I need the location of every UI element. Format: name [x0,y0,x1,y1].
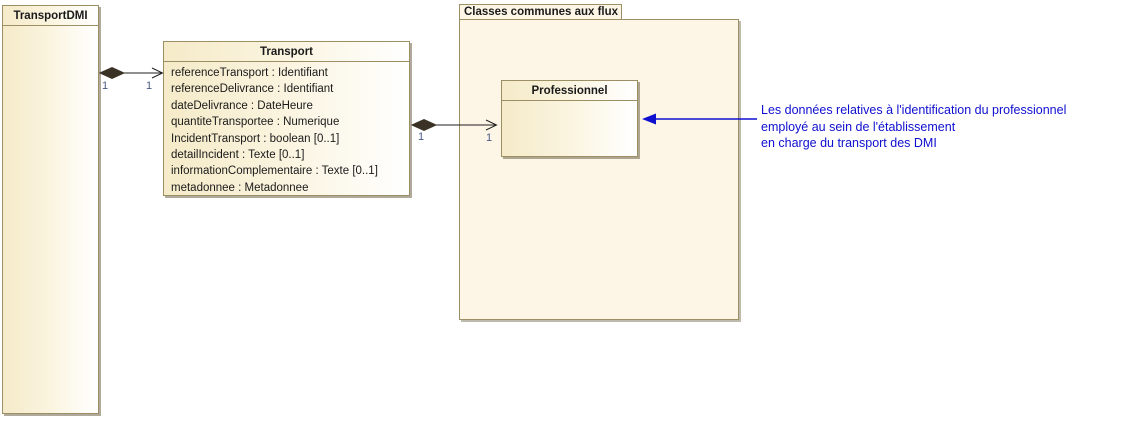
multiplicity-label: 1 [102,80,109,92]
attribute-row: quantiteTransportee : Numerique [171,116,340,129]
attribute-row: referenceTransport : Identifiant [171,67,328,79]
class-transportdmi[interactable]: TransportDMI [2,5,99,414]
note-line: employé au sein de l'établissement [761,119,956,134]
open-arrowhead-icon [151,67,164,79]
composition-diamond-icon [98,66,126,80]
note-line: Les données relatives à l'identification… [761,103,1067,117]
note-annotation[interactable]: Les données relatives à l'identification… [761,102,1066,152]
multiplicity-label: 1 [418,131,425,143]
class-transport[interactable]: Transport referenceTransport : Identifia… [163,41,410,196]
class-transport-title: Transport [164,42,409,62]
class-transportdmi-title: TransportDMI [3,6,98,26]
note-line: en charge du transport des DMI [761,136,937,150]
multiplicity-label: 1 [486,132,493,144]
package-tab-classes-communes[interactable]: Classes communes aux flux [459,4,622,20]
class-transport-attributes: referenceTransport : Identifiant referen… [164,62,409,196]
package-body-classes-communes[interactable] [459,19,739,320]
attribute-row: referenceDelivrance : Identifiant [171,83,334,96]
attribute-row: dateDelivrance : DateHeure [171,99,313,112]
attribute-row: IncidentTransport : boolean [0..1] [171,132,340,145]
attribute-row: informationComplementaire : Texte [0..1] [171,165,378,178]
composition-connector-transportdmi-transport[interactable] [98,66,164,80]
attribute-row: metadonnee : Metadonnee [171,181,309,194]
multiplicity-label: 1 [146,80,153,92]
attribute-row: detailIncident : Texte [0..1] [171,149,305,162]
class-professionnel-title: Professionnel [502,81,637,101]
composition-diamond-icon [410,118,438,132]
class-professionnel[interactable]: Professionnel [501,80,638,157]
